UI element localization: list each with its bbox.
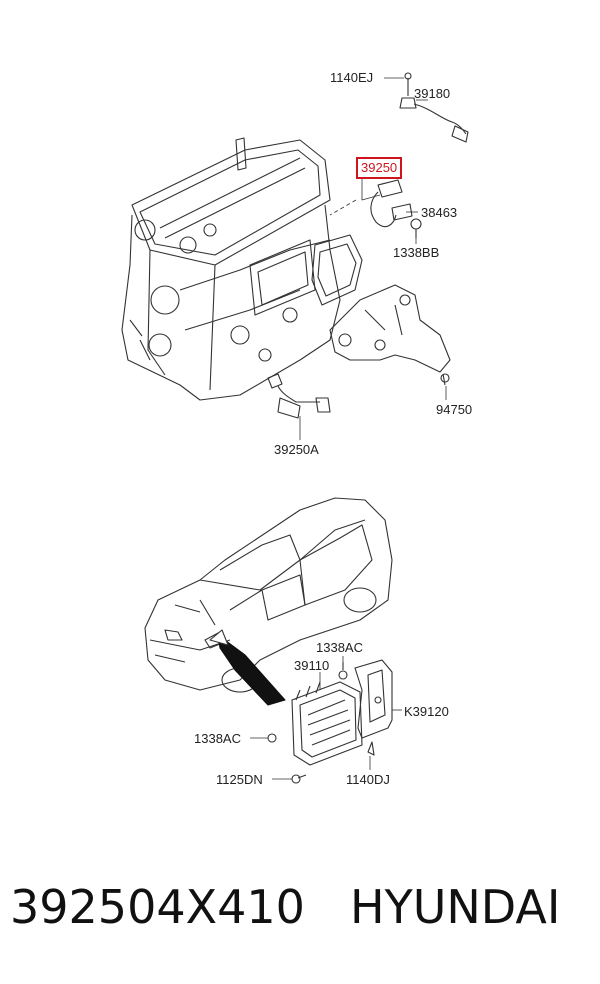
label-39180: 39180 <box>414 86 451 101</box>
label-1140dj: 1140DJ <box>346 772 390 787</box>
parts-diagram <box>121 72 469 784</box>
label-1338ac-left: 1338AC <box>194 731 241 746</box>
caption: 392504X410 HYUNDAI <box>10 880 590 950</box>
label-38463: 38463 <box>421 205 458 220</box>
caption-brand: HYUNDAI <box>350 880 561 934</box>
label-39250-highlighted: 39250 <box>356 157 403 179</box>
label-39250a: 39250A <box>274 442 319 457</box>
label-1125dn: 1125DN <box>216 772 263 787</box>
sensor-39180-drawing <box>399 72 469 143</box>
bolt-1338bb-drawing <box>410 218 422 238</box>
sensor-39250a-drawing <box>267 373 331 419</box>
label-1338bb: 1338BB <box>393 245 440 260</box>
leader-lines-ecu <box>250 656 402 780</box>
label-94750: 94750 <box>436 402 473 417</box>
label-39110: 39110 <box>294 658 330 673</box>
ecu-drawing <box>267 659 393 784</box>
label-k39120: K39120 <box>404 704 449 719</box>
engine-block-drawing <box>121 137 363 401</box>
label-1338ac-top: 1338AC <box>316 640 363 655</box>
van-drawing <box>144 497 393 706</box>
label-1140ej: 1140EJ <box>330 70 374 85</box>
sensor-39250-drawing <box>370 179 413 228</box>
leader-lines-engine <box>299 77 447 440</box>
bracket-94750-drawing <box>329 284 451 386</box>
caption-part-number: 392504X410 <box>10 880 305 934</box>
